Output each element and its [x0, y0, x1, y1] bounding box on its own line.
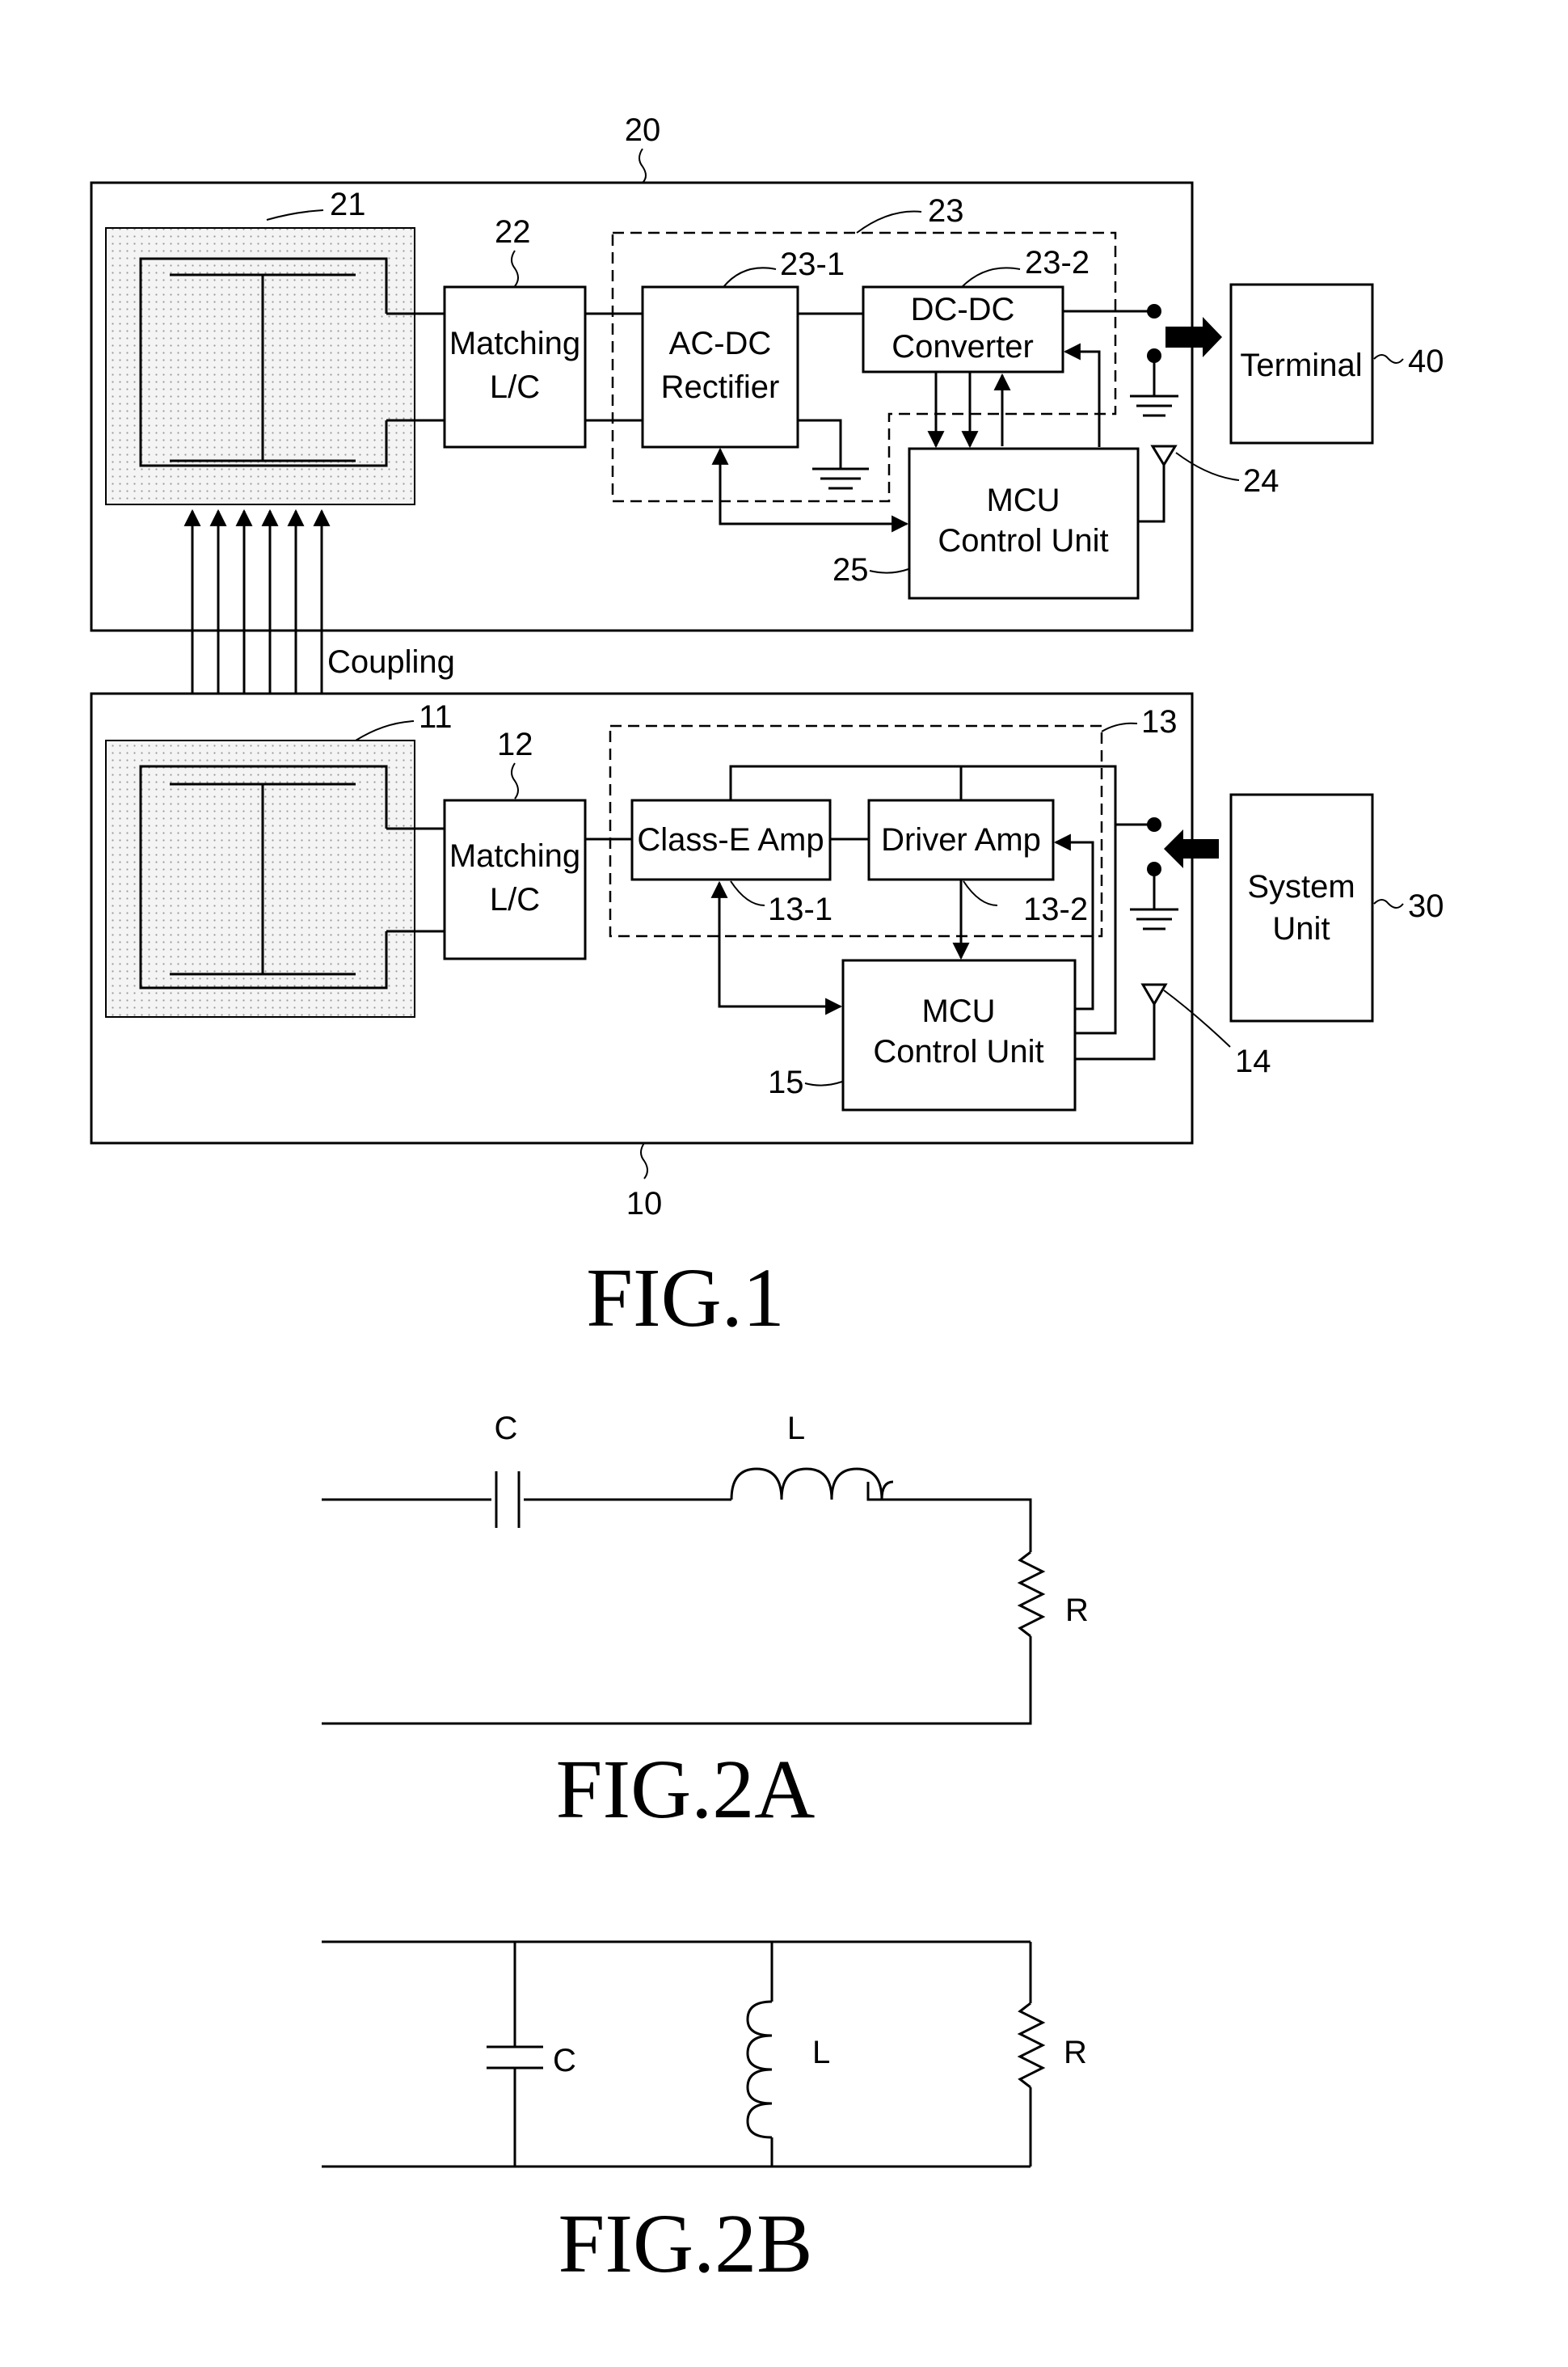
fig2a-r-label: R	[1065, 1593, 1089, 1628]
converter-group-ref: 23	[928, 193, 964, 229]
system-unit-block: System Unit 30	[1231, 795, 1444, 1021]
fig2b: C L R FIG.2B	[322, 1942, 1087, 2290]
transmitter-matching-line1: Matching	[449, 838, 580, 874]
receiver-antenna-ref: 24	[1243, 463, 1279, 499]
amp-group-ref: 13	[1141, 704, 1178, 740]
driver-amp-ref: 13-2	[1023, 892, 1088, 927]
dcdc-line2: Converter	[891, 329, 1034, 365]
receiver-matching-line2: L/C	[490, 369, 540, 405]
coupling-label: Coupling	[327, 644, 455, 680]
fig2b-l-label: L	[812, 2035, 830, 2070]
fig2b-r-label: R	[1064, 2035, 1087, 2070]
transmitter-mcu-line1: MCU	[921, 994, 995, 1029]
class-e-amp-label: Class-E Amp	[637, 822, 824, 858]
transmitter-matching-line2: L/C	[490, 882, 540, 918]
fig2a: C L R FIG.2A	[322, 1411, 1089, 1836]
transmitter-mcu-ref: 15	[768, 1065, 804, 1100]
fig2b-c-label: C	[553, 2043, 576, 2078]
receiver-leader	[639, 149, 646, 183]
wire	[868, 1482, 1031, 1552]
terminal-block: Terminal 40	[1231, 285, 1444, 443]
receiver-mcu-ref: 25	[832, 552, 869, 588]
transmitter-ref: 10	[626, 1186, 663, 1221]
receiver-mcu-line2: Control Unit	[938, 523, 1108, 559]
fig2b-caption: FIG.2B	[558, 2197, 813, 2290]
transmitter-matching-box	[445, 800, 585, 959]
transmitter-resonator-ref: 11	[419, 699, 453, 735]
driver-amp-label: Driver Amp	[881, 822, 1041, 858]
receiver-matching-line1: Matching	[449, 326, 580, 361]
receiver-matching-box	[445, 287, 585, 447]
system-unit-line2: Unit	[1272, 911, 1330, 947]
rectifier-box	[643, 287, 798, 447]
capacitor-icon	[487, 2047, 543, 2068]
receiver-resonator-ref: 21	[330, 187, 366, 222]
wire	[322, 1636, 1031, 1724]
receiver-ref: 20	[625, 112, 661, 148]
input-node	[1147, 817, 1161, 832]
transmitter-mcu-line2: Control Unit	[873, 1034, 1043, 1070]
fig2a-c-label: C	[495, 1411, 518, 1446]
transmitter-matching-ref: 12	[497, 727, 533, 762]
receiver-resonator-pad	[106, 228, 415, 504]
system-unit-leader	[1374, 900, 1403, 908]
transmitter-resonator-pad	[106, 740, 415, 1017]
transmitter-block: 10 11 Matching L/C 12	[91, 694, 1271, 1221]
fig1: 20 21 Matching L/C 22	[91, 112, 1444, 1344]
resistor-icon	[1020, 2003, 1043, 2087]
fig2a-l-label: L	[787, 1411, 805, 1446]
transmitter-leader	[641, 1143, 647, 1179]
inductor-icon	[748, 2002, 772, 2137]
dcdc-ref: 23-2	[1025, 245, 1090, 281]
receiver-matching-ref: 22	[495, 214, 531, 250]
output-node	[1147, 304, 1161, 319]
receiver-mcu-line1: MCU	[986, 483, 1060, 518]
fig2a-caption: FIG.2A	[556, 1743, 816, 1836]
dcdc-line1: DC-DC	[911, 292, 1015, 327]
class-e-amp-ref: 13-1	[768, 892, 832, 927]
fig1-caption: FIG.1	[586, 1251, 785, 1344]
receiver-resonator: 21	[106, 187, 415, 504]
terminal-leader	[1374, 355, 1403, 363]
system-unit-line1: System	[1247, 869, 1355, 905]
resistor-icon	[1020, 1552, 1043, 1636]
system-unit-box	[1231, 795, 1372, 1021]
terminal-ref: 40	[1408, 344, 1444, 379]
rectifier-line2: Rectifier	[661, 369, 780, 405]
transmitter-resonator: 11	[106, 699, 453, 1017]
capacitor-icon	[496, 1471, 519, 1528]
rectifier-ref: 23-1	[780, 247, 845, 282]
rectifier-line1: AC-DC	[669, 326, 772, 361]
system-unit-ref: 30	[1408, 888, 1444, 924]
terminal-label: Terminal	[1240, 348, 1362, 383]
transmitter-antenna-ref: 14	[1235, 1044, 1271, 1079]
